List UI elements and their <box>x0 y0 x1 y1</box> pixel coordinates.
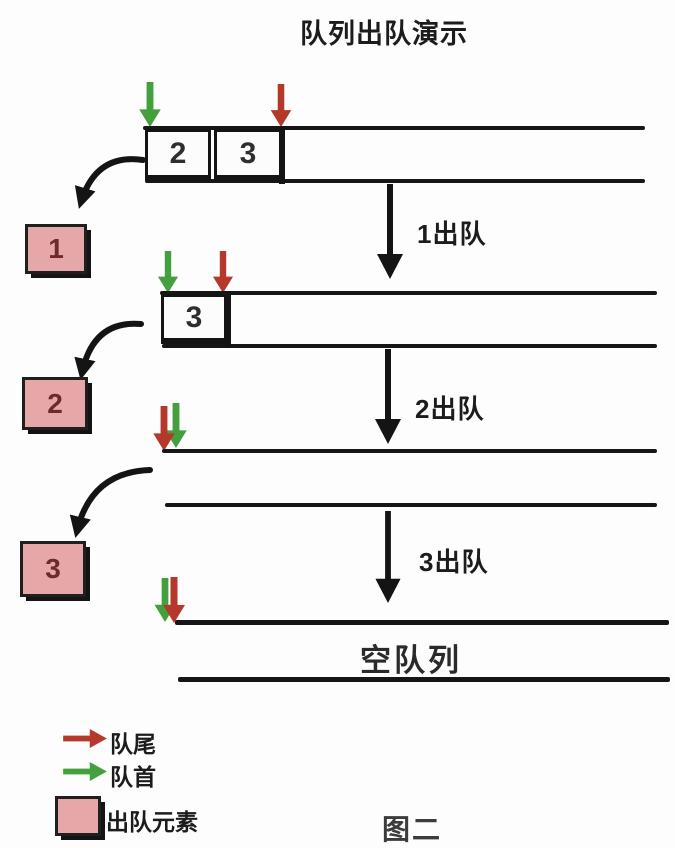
step-label: 2出队 <box>415 394 485 424</box>
queue2-bottom-line <box>162 344 657 348</box>
queue3-top-line <box>162 449 657 453</box>
queue1-cell: 2 <box>145 129 211 181</box>
dequeued-element-box: 1 <box>25 224 87 274</box>
dequeue-curved-arrow-icon <box>69 467 153 539</box>
queue1-rear-divider <box>279 126 285 184</box>
rear-pointer-arrow-icon <box>153 406 175 451</box>
legend-front-arrow-icon <box>63 762 107 781</box>
queue2-cell: 3 <box>161 294 227 344</box>
step-label: 3出队 <box>419 547 489 577</box>
figure-caption: 图二 <box>382 814 443 845</box>
empty-queue-label: 空队列 <box>360 643 462 678</box>
step-down-arrow-icon <box>375 349 401 444</box>
queue3-bottom-line <box>165 503 657 507</box>
queue1-cell-value: 3 <box>239 136 257 170</box>
dequeued-element-value: 2 <box>47 387 63 419</box>
rear-pointer-arrow-icon <box>163 577 185 623</box>
queue2-top-line <box>160 291 657 295</box>
empty-queue-top-line <box>175 620 669 625</box>
queue2-rear-divider <box>225 291 231 348</box>
dequeued-element-box: 3 <box>20 541 86 597</box>
queue1-cell-value: 2 <box>169 136 187 170</box>
dequeued-element-box: 2 <box>22 377 88 430</box>
front-pointer-arrow-icon <box>157 251 179 293</box>
dequeue-curved-arrow-icon <box>74 320 144 381</box>
rear-pointer-arrow-icon <box>270 84 292 127</box>
legend-dequeued-label: 出队元素 <box>106 809 198 835</box>
empty-queue-bottom-line <box>178 677 670 682</box>
legend-dequeued-swatch <box>55 796 101 836</box>
legend-rear-arrow-icon <box>63 729 107 748</box>
legend-rear-label: 队尾 <box>110 731 156 757</box>
queue1-cell: 3 <box>214 129 282 181</box>
queue1-bottom-line <box>145 179 645 183</box>
rear-pointer-arrow-icon <box>212 251 234 293</box>
queue2-cell-value: 3 <box>185 300 203 334</box>
dequeued-element-value: 3 <box>45 553 61 584</box>
dequeue-curved-arrow-icon <box>74 156 146 209</box>
step-label: 1出队 <box>417 219 487 249</box>
legend-front-label: 队首 <box>110 764 156 790</box>
queue1-top-line <box>143 126 645 130</box>
front-pointer-arrow-icon <box>139 82 161 127</box>
dequeued-element-value: 1 <box>48 233 64 264</box>
diagram-title: 队列出队演示 <box>300 19 468 49</box>
step-down-arrow-icon <box>375 511 401 603</box>
step-down-arrow-icon <box>377 184 403 279</box>
